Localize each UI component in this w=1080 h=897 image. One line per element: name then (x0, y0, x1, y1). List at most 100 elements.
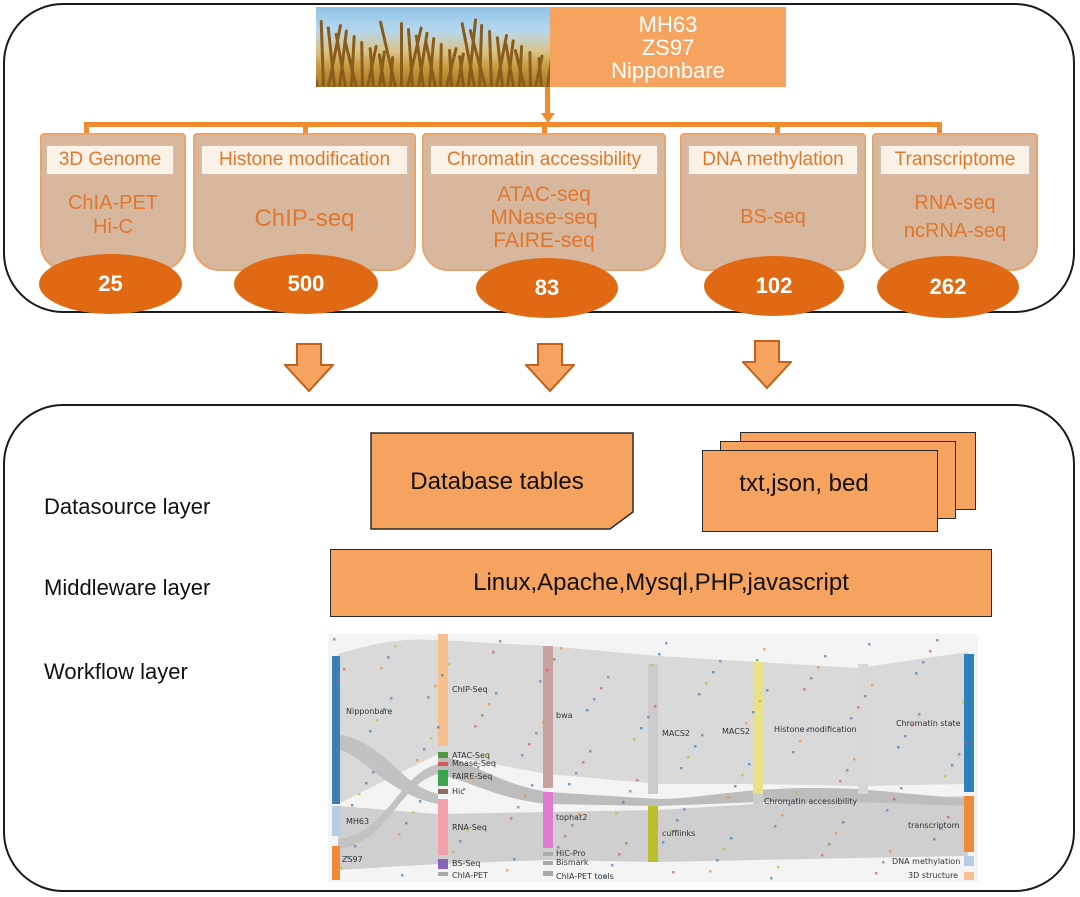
sankey-dot (748, 763, 751, 766)
sankey-dot (835, 832, 838, 835)
down-arrow-icon (525, 343, 575, 393)
sankey-node (438, 799, 448, 855)
sankey-dot (398, 833, 401, 836)
sankey-dot (618, 853, 621, 856)
database-tables-box (370, 432, 634, 530)
sankey-node-label: Chromatin accessibility (764, 797, 857, 806)
sankey-dot (868, 643, 871, 646)
sankey-dot (484, 755, 487, 758)
sankey-dot (633, 738, 636, 741)
sankey-dot (625, 842, 628, 845)
sankey-dot (734, 785, 737, 788)
sankey-node (964, 872, 974, 880)
sankey-dot (568, 783, 571, 786)
sankey-dot (792, 751, 795, 754)
sankey-node (438, 859, 448, 869)
database-tables-label: Database tables (410, 468, 584, 495)
sankey-node-label: ATAC-Seq (452, 751, 490, 760)
sankey-dot (354, 845, 357, 848)
sankey-node (543, 792, 553, 848)
connector-horizontal (86, 122, 942, 127)
sankey-dot (871, 684, 874, 687)
sankey-node (438, 762, 448, 766)
method-label: MNase-seq (490, 206, 598, 229)
sankey-dot (701, 734, 704, 737)
sankey-dot (893, 798, 896, 801)
sankey-dot (434, 685, 437, 688)
count-badge: 500 (234, 254, 378, 314)
sankey-dot (470, 777, 473, 780)
sankey-dot (488, 703, 491, 706)
sankey-dot (781, 814, 784, 817)
sankey-dot (336, 679, 339, 682)
sankey-dot (343, 668, 346, 671)
sankey-node-label: Bismark (556, 858, 589, 867)
method-label: ATAC-seq (497, 183, 591, 206)
sankey-dot (445, 862, 448, 865)
sankey-dot (528, 743, 531, 746)
count-badge: 262 (877, 256, 1019, 318)
sankey-dot (578, 813, 581, 816)
sankey-dot (705, 682, 708, 685)
method-label: ncRNA-seq (903, 220, 1007, 242)
sankey-node (438, 634, 448, 746)
sankey-dot (539, 680, 542, 683)
sankey-node-label: Mnase-Seq (452, 759, 496, 768)
sankey-dot (662, 841, 665, 844)
sankey-dot (412, 811, 415, 814)
sankey-dot (531, 784, 534, 787)
sankey-dot (369, 730, 372, 733)
sankey-dot (589, 750, 592, 753)
omics-methods: ChIA-PET Hi-C (42, 191, 184, 239)
cultivar-box: MH63 ZS97 Nipponbare (550, 7, 786, 87)
sankey-dot (452, 851, 455, 854)
sankey-node (438, 770, 448, 786)
workflow-sankey: NipponbareMH63ZS97ChIP-SeqATAC-SeqMnase-… (328, 634, 978, 882)
sankey-dot (427, 696, 430, 699)
sankey-dot (900, 787, 903, 790)
sankey-dot (495, 692, 498, 695)
method-label: Hi-C (93, 216, 133, 238)
sankey-node (438, 872, 448, 876)
sankey-node (964, 856, 974, 866)
rice-stalk (316, 57, 319, 87)
sankey-dot (962, 701, 965, 704)
sankey-dot (654, 705, 657, 708)
sankey-dot (423, 748, 426, 751)
sankey-dot (437, 726, 440, 729)
sankey-dot (698, 693, 701, 696)
rice-stalk (319, 19, 325, 87)
connector-drop (303, 122, 308, 134)
sankey-node-label: HiC-Pro (556, 849, 586, 858)
sankey-dot (683, 808, 686, 811)
sankey-dot (517, 806, 520, 809)
sankey-dot (441, 674, 444, 677)
sankey-node (964, 796, 974, 852)
sankey-dot (510, 817, 513, 820)
cultivar-label: MH63 (638, 11, 698, 37)
middleware-box: Linux,Apache,Mysql,PHP,javascript (330, 549, 992, 617)
sankey-dot (936, 639, 939, 642)
sankey-node (332, 806, 340, 836)
sankey-dot (709, 870, 712, 873)
sankey-node-label: Hic (452, 787, 465, 796)
sankey-node-label: transcriptom (908, 821, 960, 830)
sankey-node (543, 871, 553, 876)
sankey-dot (376, 719, 379, 722)
sankey-dot (492, 651, 495, 654)
sankey-node-label: tophat2 (556, 813, 587, 822)
sankey-node-label: ChIP-Seq (452, 685, 488, 694)
omics-methods: ATAC-seq MNase-seq FAIRE-seq (424, 183, 664, 252)
rice-stalk (528, 50, 532, 87)
layer-label-workflow: Workflow layer (44, 659, 188, 684)
connector-drop (937, 122, 942, 134)
sankey-dot (882, 861, 885, 864)
sankey-dot (687, 756, 690, 759)
sankey-node-label: MACS2 (662, 729, 690, 738)
sankey-node-label: cufflinks (662, 829, 695, 838)
sankey-dot (889, 850, 892, 853)
sankey-dot (387, 656, 390, 659)
sankey-dot (647, 716, 650, 719)
sankey-dot (347, 856, 350, 859)
omics-title: DNA methylation (688, 145, 858, 175)
